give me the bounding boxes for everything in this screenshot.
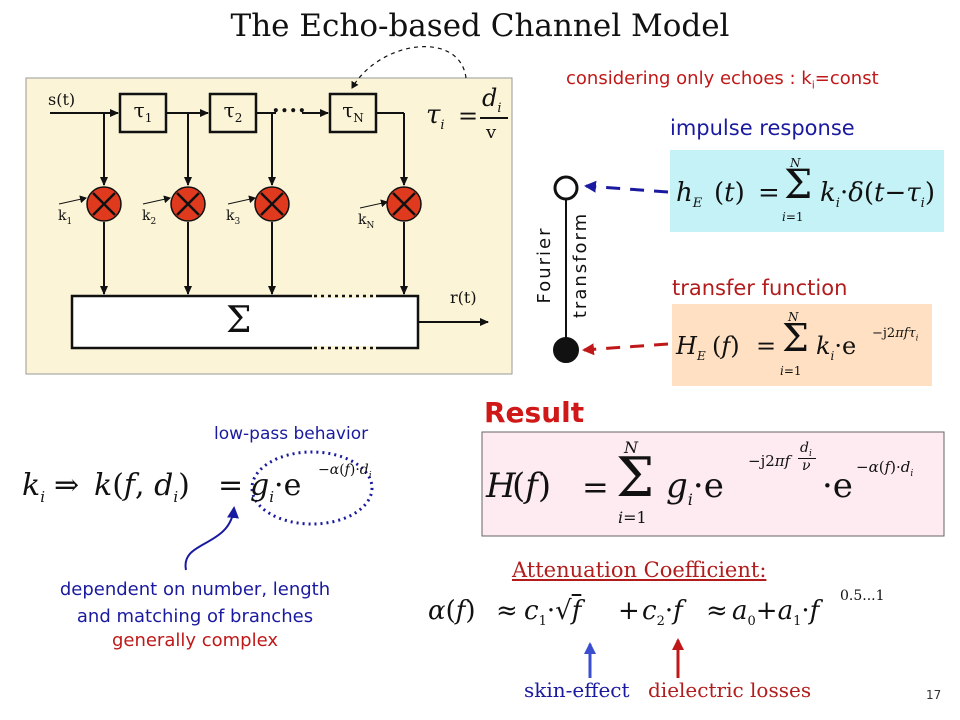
signal-lines: [50, 109, 489, 326]
impulse-formula-box: [670, 150, 944, 232]
result-label: Result: [484, 396, 585, 429]
sum-symbol: Σ: [226, 300, 252, 341]
complex-label: generally complex: [111, 630, 279, 651]
dielectric-losses-label: dielectric losses: [648, 678, 812, 702]
multiplier-icon-N: [386, 186, 422, 222]
lowpass-ellipse: [250, 450, 374, 526]
lowpass-label: low-pass behavior: [214, 424, 369, 444]
page-title: The Echo-based Channel Model: [230, 8, 730, 44]
time-domain-node-icon: [553, 175, 579, 201]
delay-box-N: [328, 92, 378, 134]
multiplier-icon-1: [86, 186, 122, 222]
delay-label-N: τN: [342, 98, 364, 125]
sum-box: [70, 294, 420, 350]
multiplier-icon-2: [170, 186, 206, 222]
dependent-label: dependent on number, length and matching…: [59, 579, 331, 627]
transfer-link-arrow: [582, 342, 669, 356]
page-number: 17: [926, 688, 942, 702]
transfer-function-label: transfer function: [672, 276, 848, 300]
fourier-transform-label: Fourier transform: [534, 211, 591, 319]
delay-label-2: τ2: [223, 98, 243, 125]
frequency-domain-node-icon: [553, 337, 579, 363]
input-signal-label: s(t): [48, 90, 76, 109]
attenuation-label: Attenuation Coefficient:: [512, 558, 767, 582]
output-signal-label: r(t): [450, 288, 477, 307]
impulse-link-arrow: [584, 180, 669, 194]
delay-ellipsis: ....: [272, 92, 307, 118]
gain-label-2: k2: [142, 208, 157, 227]
multiplier-icon-3: [254, 186, 290, 222]
transfer-formula-box: [672, 304, 932, 386]
result-formula: H (f) = N Σ i=1 gi·e −j2πf di ν ·e −α(f)…: [486, 438, 914, 527]
skin-effect-label: skin-effect: [524, 678, 630, 702]
k-dependence-formula: ki ⇒ k(f, di) = gi·e −α(f)·di: [22, 462, 372, 506]
delay-box-1: [118, 92, 168, 134]
result-formula-box: [481, 431, 945, 537]
gain-label-1: k1: [58, 208, 73, 227]
dependent-arrow: [184, 506, 239, 571]
impulse-response-label: impulse response: [670, 116, 855, 140]
attenuation-formula: α(f) ≈ c1·√f + c2·f ≈ a0+a1·f 0.5...1: [428, 588, 885, 630]
transfer-function-formula: HE (f) = N Σ i=1 ki·e −j2πfτi: [676, 310, 919, 378]
multiplier-icons: [86, 186, 422, 222]
delay-box-2: [208, 92, 258, 134]
impulse-response-formula: hE (t) = N Σ i=1 ki·δ(t−τi): [676, 156, 935, 224]
echoes-note: considering only echoes : ki=const: [566, 68, 879, 92]
delay-label-1: τ1: [133, 98, 153, 125]
tau-formula: τi = di v: [422, 82, 508, 152]
delay-reference-arrow: [351, 46, 467, 89]
gain-label-3: k3: [226, 208, 241, 227]
gain-label-N: kN: [358, 212, 375, 231]
